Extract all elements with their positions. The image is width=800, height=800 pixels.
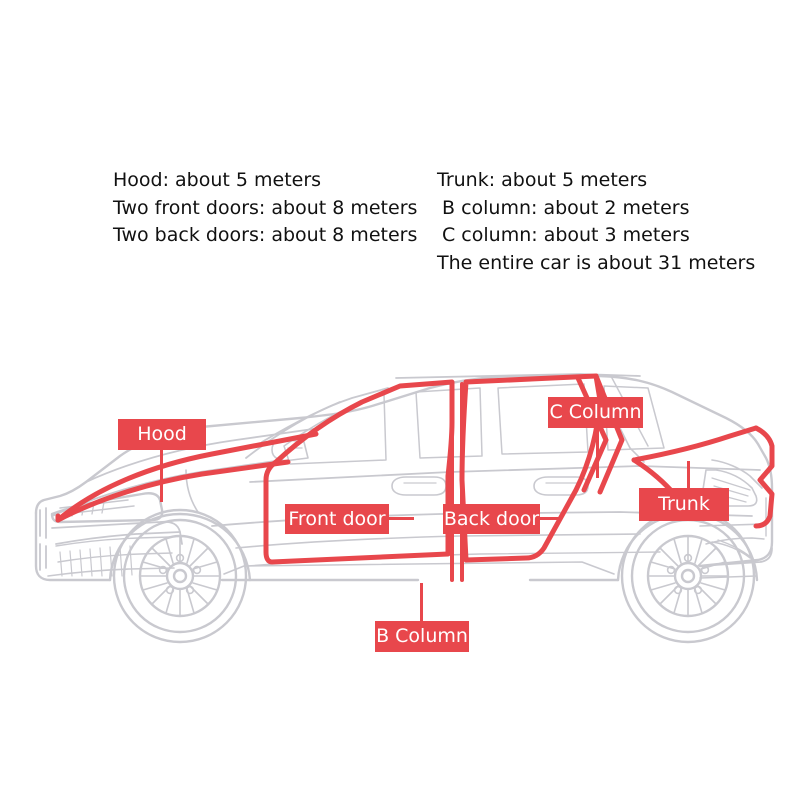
measurements-right-block: Trunk: about 5 meters B column: about 2 … [437,167,755,277]
leader-line-hood [160,450,163,502]
callout-trunk: Trunk [639,488,729,521]
measurement-line-b-column: B column: about 2 meters [442,196,690,219]
leader-line-b-column [420,583,423,622]
highlight-front-door [263,379,455,565]
leader-line-back-door [540,517,562,520]
measurement-line-c-column: C column: about 3 meters [442,224,690,246]
callout-b-column: B Column [375,621,469,652]
highlight-b-column [450,382,464,582]
measurement-line-trunk: Trunk: about 5 meters [437,169,648,191]
callout-back-door: Back door [443,504,540,534]
measurement-line-entire-car: The entire car is about 31 meters [437,251,756,274]
measurements-left-block: Hood: about 5 meters Two front doors: ab… [113,167,417,250]
callout-c-column: C Column [548,397,643,428]
measurement-line-back-doors: Two back doors: about 8 meters [113,224,418,246]
callout-front-door: Front door [285,504,389,534]
car-diagram [0,330,800,730]
leader-line-trunk [687,461,690,489]
leader-line-c-column [596,428,599,478]
leader-line-front-door [389,517,414,520]
measurement-line-hood: Hood: about 5 meters [113,169,322,191]
measurement-line-front-doors: Two front doors: about 8 meters [113,196,418,219]
highlight-hood [55,431,319,523]
callout-hood: Hood [118,419,206,450]
